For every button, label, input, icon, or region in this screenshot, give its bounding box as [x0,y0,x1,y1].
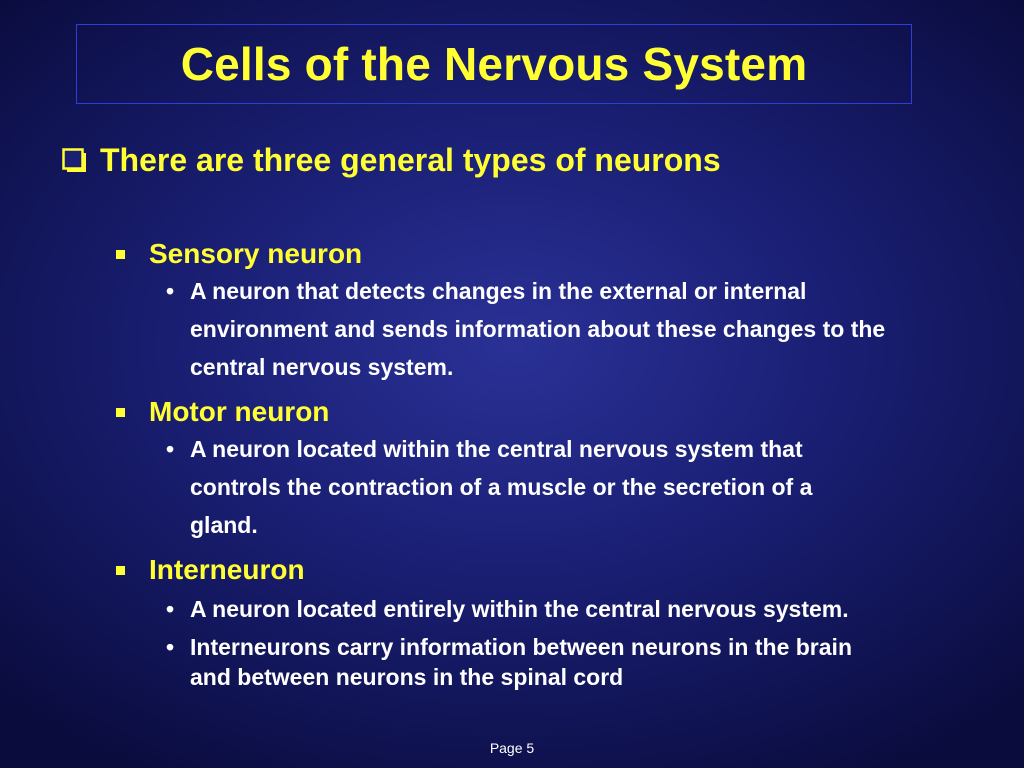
title-box: Cells of the Nervous System [76,24,912,104]
section-detail-text: Interneurons carry information between n… [190,634,852,690]
filled-square-icon [116,407,125,417]
section-heading: Interneuron [112,554,832,586]
hollow-square-shadow-icon [62,147,88,174]
filled-square-icon [116,565,125,575]
section-detail-text: A neuron located within the central nerv… [190,436,813,538]
main-point-text: There are three general types of neurons [100,142,721,178]
section-detail: • A neuron located within the central ne… [166,430,886,544]
section-heading-text: Motor neuron [149,396,330,427]
dot-icon: • [166,278,175,304]
main-point: There are three general types of neurons [62,142,721,179]
dot-icon: • [166,436,175,462]
section-sensory-neuron: Sensory neuron • A neuron that detects c… [112,238,885,386]
slide-title: Cells of the Nervous System [180,38,808,90]
page-number: Page 5 [489,740,535,756]
section-heading-text: Sensory neuron [149,238,363,269]
section-detail-text: A neuron located entirely within the cen… [190,596,849,622]
section-detail: • A neuron located entirely within the c… [166,594,886,624]
section-heading-text: Interneuron [149,554,305,585]
dot-icon: • [166,596,175,622]
section-detail: • A neuron that detects changes in the e… [166,272,886,386]
dot-icon: • [166,634,175,660]
filled-square-icon [116,249,125,259]
section-detail: • Interneurons carry information between… [166,632,886,692]
section-motor-neuron: Motor neuron • A neuron located within t… [112,396,832,544]
section-detail-text: A neuron that detects changes in the ext… [190,278,886,380]
section-heading: Sensory neuron [112,238,832,270]
section-interneuron: Interneuron • A neuron located entirely … [112,554,852,692]
section-heading: Motor neuron [112,396,832,428]
